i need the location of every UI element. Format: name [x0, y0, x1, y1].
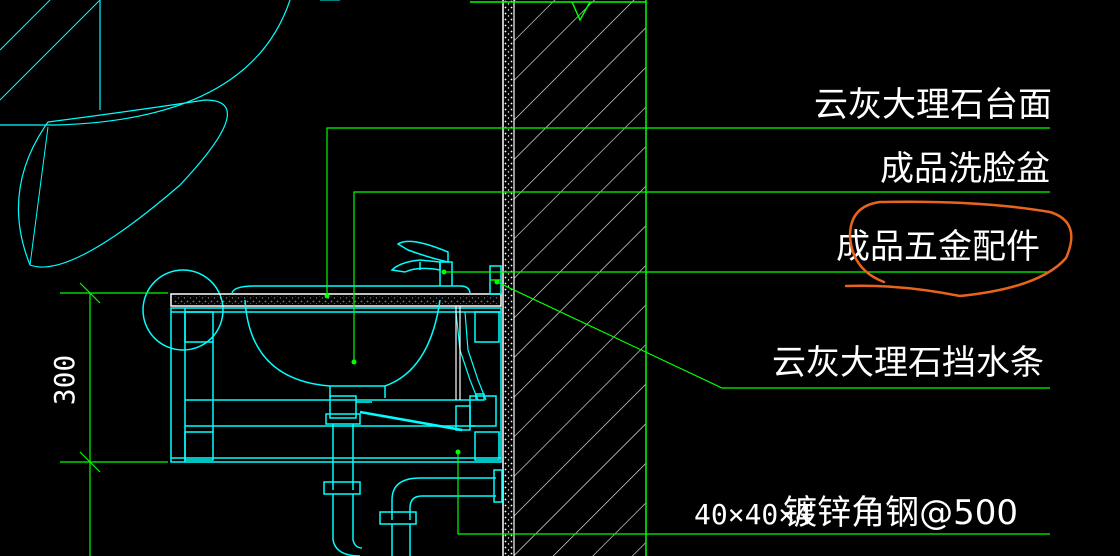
label-countertop: 云灰大理石台面	[814, 85, 1052, 125]
angle-steel-section	[455, 306, 461, 400]
height-dimension-value: 300	[48, 355, 81, 406]
height-dimension	[60, 282, 168, 556]
faucet	[390, 240, 453, 286]
leader-countertop	[326, 127, 1050, 296]
basin-bowl	[244, 299, 441, 387]
leader-splash-strip	[496, 281, 1050, 389]
label-hardware: 成品五金配件	[836, 227, 1040, 267]
leader-dots	[324, 269, 500, 455]
label-angle-steel-size: 40×40×4	[694, 498, 812, 531]
label-angle-steel: 镀锌角钢@500	[783, 493, 1018, 533]
wall-hatch	[514, 0, 646, 556]
cabinet-frame	[170, 307, 502, 463]
leader-angle-steel	[457, 452, 1050, 535]
mirror-elevation-fragment	[0, 0, 340, 268]
label-basin: 成品洗脸盆	[880, 149, 1050, 189]
leader-lines	[326, 127, 1050, 535]
break-mark	[571, 1, 591, 22]
label-splash-strip: 云灰大理石挡水条	[772, 343, 1044, 383]
leader-basin	[353, 191, 1050, 362]
marble-countertop	[170, 293, 502, 307]
wall-plaster-layer	[503, 0, 514, 556]
highlight-circle-annotation	[844, 200, 1073, 298]
detail-callout-circle	[142, 269, 224, 351]
countertop-assembly	[170, 293, 502, 463]
wall-section	[470, 0, 647, 556]
